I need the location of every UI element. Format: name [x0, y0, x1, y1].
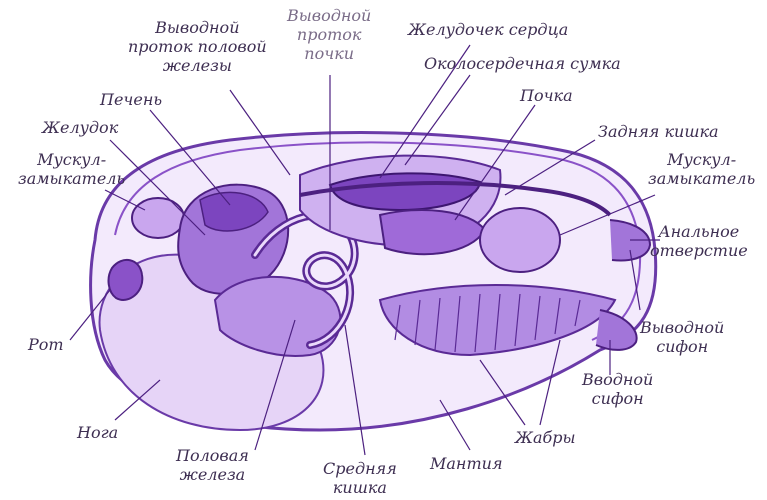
label-anus: Анальное отверстие [650, 222, 748, 260]
label-foot: Нога [77, 423, 118, 442]
label-heart-ventricle: Желудочек сердца [408, 20, 568, 39]
label-inhalant-siphon: Вводной сифон [582, 370, 653, 408]
adductor-back [480, 208, 560, 272]
label-adductor-front: Мускул- замыкатель [18, 150, 125, 188]
label-gonad: Половая железа [176, 446, 249, 484]
label-liver: Печень [100, 90, 162, 109]
label-midgut: Средняя кишка [323, 459, 397, 497]
label-stomach: Желудок [42, 118, 118, 137]
label-hindgut: Задняя кишка [598, 122, 719, 141]
label-pericardium: Околосердечная сумка [424, 54, 621, 73]
label-kidney: Почка [520, 86, 573, 105]
label-gonad-duct: Выводной проток половой железы [128, 18, 267, 75]
mouth [109, 260, 143, 300]
label-mantle: Мантия [430, 454, 503, 473]
label-gills: Жабры [515, 428, 576, 447]
adductor-front [132, 198, 184, 238]
label-exhalant-siphon: Выводной сифон [640, 318, 724, 356]
label-mouth: Рот [28, 335, 64, 354]
label-adductor-back: Мускул- замыкатель [648, 150, 755, 188]
label-kidney-duct: Выводной проток почки [287, 6, 371, 63]
